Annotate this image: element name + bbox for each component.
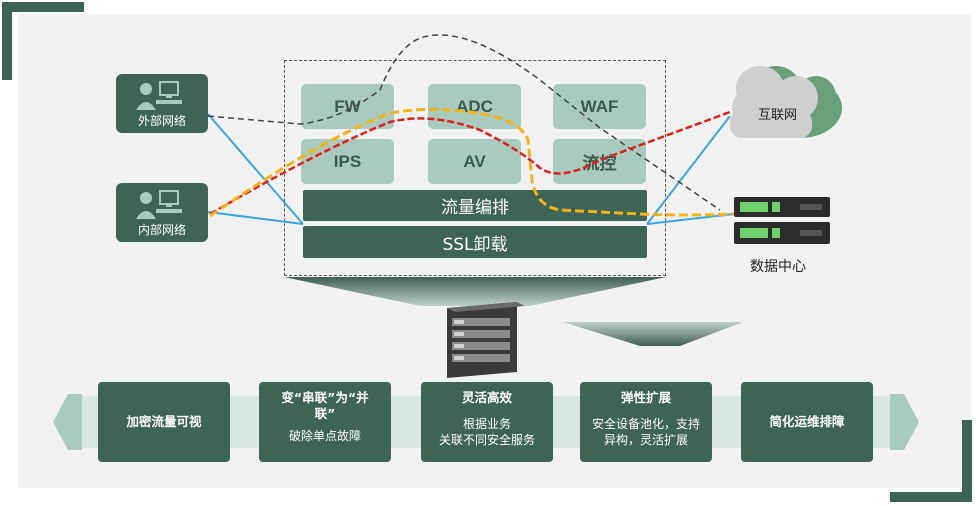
feature-desc: 安全设备池化，支持异构，灵活扩展 xyxy=(591,417,700,447)
corner-accent-top-left xyxy=(2,2,12,80)
feature-title: 加密流量可视 xyxy=(126,414,202,429)
feature-serial-to-parallel: 变“串联”为“并联” 破除单点故障 xyxy=(259,382,391,462)
security-pool-frame xyxy=(284,60,666,276)
path-red-traffic xyxy=(209,110,731,216)
feature-simplified-ops: 简化运维排障 xyxy=(741,382,873,462)
feature-desc: 破除单点故障 xyxy=(288,429,361,443)
cloud-icon xyxy=(730,66,842,138)
module-ips: IPS xyxy=(301,139,394,184)
module-av: AV xyxy=(428,139,521,184)
funnel-top xyxy=(284,277,666,306)
corner-accent-bottom-right-bar xyxy=(890,492,972,502)
internet-label: 互联网 xyxy=(758,108,798,123)
internal-network-label: 内部网络 xyxy=(137,223,186,237)
feature-title: 弹性扩展 xyxy=(620,390,671,405)
module-flow-control: 流控 xyxy=(553,139,646,184)
feature-flexible-efficient: 灵活高效 根据业务 关联不同安全服务 xyxy=(421,382,553,462)
external-network-label: 外部网络 xyxy=(137,114,186,128)
funnel-right xyxy=(563,322,743,346)
module-fw: FW xyxy=(301,84,394,129)
internal-network-box: 内部网络 xyxy=(116,183,208,242)
feature-title: 简化运维排障 xyxy=(769,414,845,429)
external-network-box: 外部网络 xyxy=(116,74,208,133)
datacenter-label: 数据中心 xyxy=(750,259,806,275)
path-dashed-black xyxy=(207,34,721,211)
link-internal-to-bars xyxy=(207,211,304,225)
path-yellow-traffic xyxy=(209,107,735,218)
ssl-offload-bar: SSL卸载 xyxy=(303,226,647,258)
feature-encrypted-visibility: 加密流量可视 xyxy=(98,382,230,462)
link-external-to-bars xyxy=(207,113,304,225)
user-computer-icon xyxy=(136,190,182,219)
module-waf: WAF xyxy=(553,84,646,129)
chevron-right-icon xyxy=(890,394,919,450)
traffic-orchestration-bar: 流量编排 xyxy=(303,190,647,221)
corner-accent-bottom-right xyxy=(962,420,972,502)
appliance-chassis-icon xyxy=(447,302,525,378)
feature-title: 变“串联”为“并联” xyxy=(281,390,369,421)
feature-title: 灵活高效 xyxy=(461,390,512,405)
link-bars-to-internet xyxy=(646,115,731,225)
feature-desc: 根据业务 关联不同安全服务 xyxy=(438,417,535,447)
server-icon xyxy=(734,197,830,244)
corner-accent-top-left-bar xyxy=(2,2,84,12)
chevron-left-icon xyxy=(53,394,82,450)
user-computer-icon xyxy=(136,81,182,110)
feature-elastic-scaling: 弹性扩展 安全设备池化，支持异构，灵活扩展 xyxy=(580,382,712,462)
